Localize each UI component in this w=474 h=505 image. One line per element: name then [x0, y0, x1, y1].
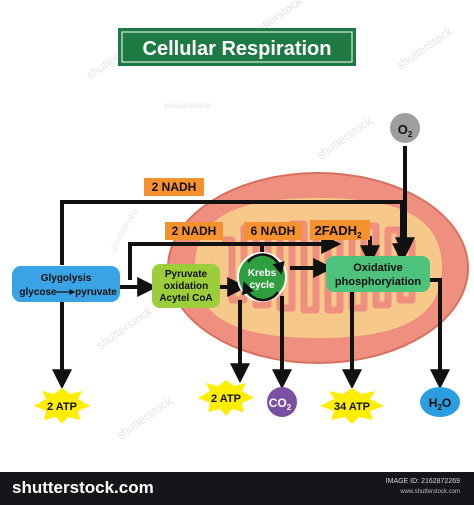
- output-atp-glycolysis: 2 ATP: [34, 388, 90, 424]
- co2-label: CO: [269, 396, 287, 410]
- glycolysis-substrate: glycose: [19, 287, 57, 298]
- atp-star: [320, 388, 384, 424]
- krebs-line1: Krebs: [248, 268, 277, 279]
- carrier-fadh2-subscript: 2: [357, 231, 362, 240]
- atp-oxidative-label: 34 ATP: [334, 401, 370, 413]
- water-label: H: [429, 396, 438, 410]
- glycolysis-title: Glygolysis: [41, 273, 92, 284]
- output-atp-oxidative: 34 ATP: [320, 388, 384, 424]
- node-krebs-cycle: Krebs cycle: [237, 252, 287, 302]
- node-pyruvate-oxidation: Pyruvate oxidation Acytel CoA: [152, 264, 220, 308]
- output-water: H2O: [420, 387, 460, 417]
- carrier-nadh-pyruvate: 2 NADH: [165, 222, 223, 240]
- oxygen-label: O: [398, 122, 408, 137]
- pyruvate-line3: Acytel CoA: [159, 293, 212, 304]
- water-label-tail: O: [442, 396, 451, 410]
- carrier-fadh2-label: 2FADH: [314, 223, 357, 238]
- watermark-text: shutterstock: [314, 113, 376, 162]
- title-banner: Cellular Respiration: [118, 28, 356, 66]
- page-title: Cellular Respiration: [143, 38, 332, 60]
- footer-image-id: IMAGE ID: 2162872269: [385, 478, 460, 485]
- node-glycolysis: Glygolysis glycose pyruvate: [12, 266, 120, 302]
- glycolysis-product: pyruvate: [75, 287, 117, 298]
- watermark-text: jsousatmaha: [164, 101, 211, 110]
- carrier-nadh-krebs-label: 6 NADH: [251, 224, 296, 238]
- arrow-nadh-top: [60, 200, 412, 265]
- flow-arrows: [52, 146, 450, 390]
- arrow-to-water: [428, 278, 450, 390]
- carrier-fadh2: 2FADH2: [310, 220, 370, 240]
- carrier-nadh-top-label: 2 NADH: [152, 180, 197, 194]
- watermark-text: shutterstock: [114, 393, 176, 442]
- oxygen-subscript: 2: [408, 130, 413, 139]
- atp-glycolysis-label: 2 ATP: [47, 401, 77, 413]
- atp-star: [34, 388, 90, 424]
- carrier-nadh-pyruvate-label: 2 NADH: [172, 224, 217, 238]
- svg-text:CO2: CO2: [269, 396, 292, 412]
- svg-text:2FADH2: 2FADH2: [314, 223, 362, 240]
- oxygen-input: O2: [390, 113, 420, 143]
- node-oxidative-phosphorylation: Oxidative phosphoryiation: [326, 256, 430, 292]
- pyruvate-line1: Pyruvate: [165, 269, 208, 280]
- pyruvate-line2: oxidation: [164, 281, 208, 292]
- svg-text:O2: O2: [398, 122, 413, 139]
- footer-brand: shutterstock.com: [12, 478, 154, 497]
- output-co2: CO2: [267, 387, 297, 417]
- atp-star: [198, 380, 254, 416]
- footer-bar: shutterstock.com IMAGE ID: 2162872269 ww…: [0, 472, 474, 505]
- carrier-nadh-top: 2 NADH: [144, 178, 204, 196]
- footer-site: www.shutterstock.com: [400, 489, 460, 495]
- watermark-text: shutterstock: [394, 23, 456, 72]
- oxidative-line2: phosphoryiation: [335, 276, 421, 288]
- watermark-text: shutterstock: [94, 303, 156, 352]
- output-atp-krebs: 2 ATP: [198, 380, 254, 416]
- water-subscript: 2: [437, 403, 442, 412]
- oxidative-line1: Oxidative: [353, 262, 403, 274]
- carrier-nadh-krebs: 6 NADH: [244, 222, 302, 240]
- krebs-line2: cycle: [249, 280, 274, 291]
- atp-krebs-label: 2 ATP: [211, 393, 241, 405]
- co2-subscript: 2: [287, 403, 292, 412]
- svg-text:H2O: H2O: [429, 396, 451, 412]
- cellular-respiration-diagram: shutterstock shutterstock shutterstock s…: [12, 0, 469, 442]
